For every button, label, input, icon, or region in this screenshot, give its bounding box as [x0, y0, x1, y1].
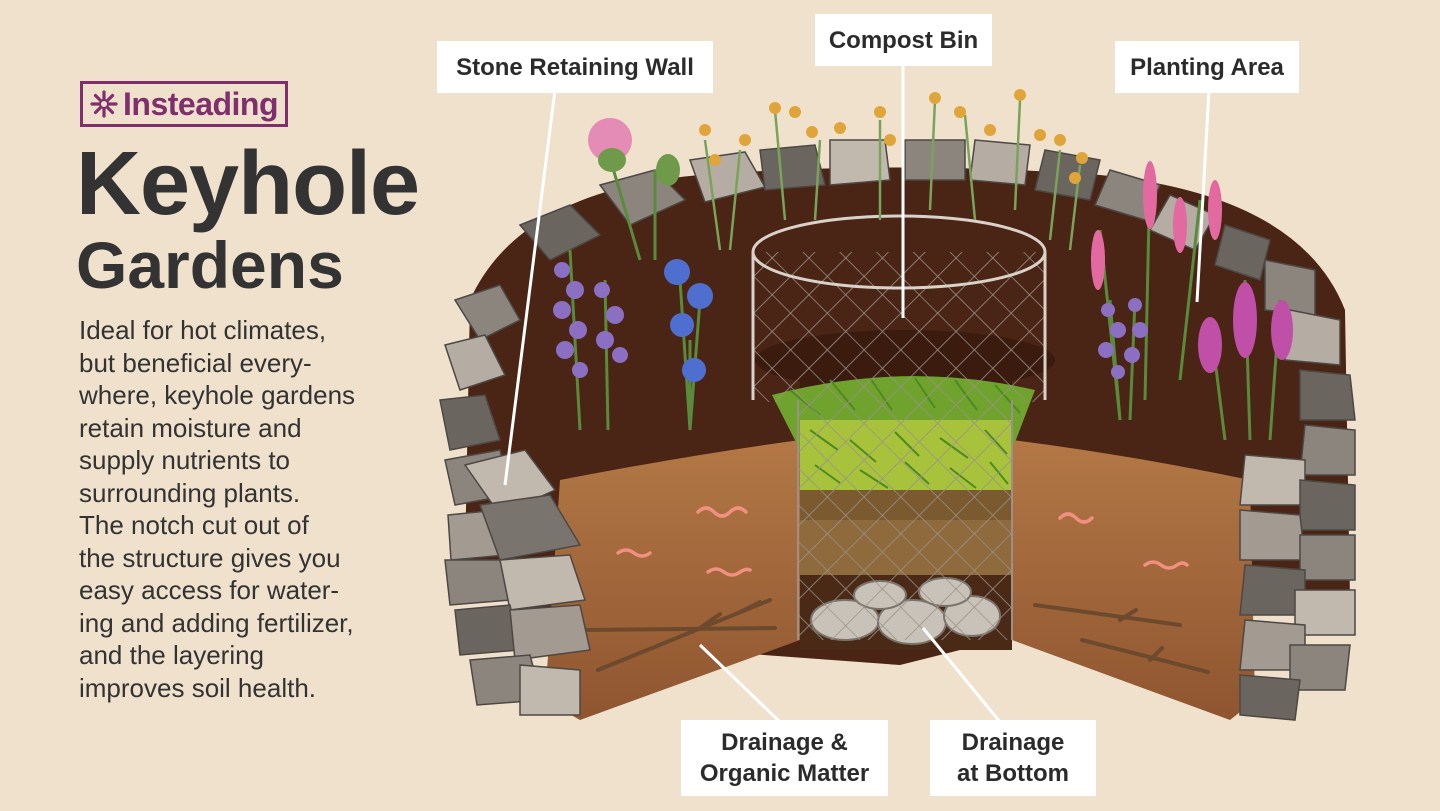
description-line: where, keyhole gardens	[79, 380, 356, 410]
fireweed-plant	[1198, 279, 1293, 441]
thistle-plant	[588, 118, 680, 261]
pink-spike-plant	[1091, 161, 1222, 421]
drainage-bottom-line-2: at Bottom	[957, 760, 1069, 787]
insteading-logo: Insteading	[80, 81, 289, 127]
planting-area-text: Planting Area	[1130, 53, 1284, 81]
description-text: Ideal for hot climates, but beneficial e…	[79, 314, 419, 704]
title-line-1: Keyhole	[76, 134, 420, 234]
title-line-2: Gardens	[76, 228, 344, 302]
cornflower-plant	[664, 259, 713, 431]
drainage-organic-matter-label: Drainage & Organic Matter	[681, 720, 888, 796]
description-line: the structure gives you	[79, 542, 341, 573]
drainage-bottom-line-1: Drainage	[961, 729, 1065, 756]
description-line: and the layering	[79, 640, 265, 670]
compost-bin-mesh	[751, 214, 1047, 640]
planting-area-label: Planting Area	[1115, 41, 1299, 93]
description-line: The notch cut out of	[79, 510, 309, 540]
yellow-flowers	[699, 89, 1088, 251]
description-line: retain moisture and	[79, 412, 302, 443]
drainage-at-bottom-label: Drainage at Bottom	[930, 720, 1096, 796]
description-line: surrounding plants.	[79, 477, 301, 508]
larkspur-plant	[553, 249, 628, 431]
plants	[553, 89, 1293, 441]
leader-lines	[503, 64, 1211, 724]
flower-icon	[90, 90, 118, 118]
soil-front-right	[1012, 440, 1255, 720]
description-line: ing and adding fertilizer,	[79, 607, 354, 638]
description-line: supply nutrients to	[79, 445, 291, 475]
compost-bin-label: Compost Bin	[815, 14, 992, 66]
compost-bin-text: Compost Bin	[828, 26, 979, 54]
drainage-organic-line-1: Drainage &	[721, 729, 848, 756]
page-title: Keyhole Gardens	[76, 134, 420, 302]
soil-front-left	[545, 440, 800, 720]
twigs	[584, 598, 1210, 674]
drainage-organic-line-2: Organic Matter	[699, 760, 870, 787]
brand-name: Insteading	[123, 86, 279, 122]
description-line: but beneficial every-	[79, 347, 312, 378]
salvia-plant	[1098, 298, 1148, 421]
stone-retaining-wall-label: Stone Retaining Wall	[437, 41, 713, 93]
description-line: easy access for water-	[79, 575, 340, 605]
description-line: Ideal for hot climates,	[79, 315, 327, 345]
description-line: improves soil health.	[79, 672, 316, 703]
worms	[616, 506, 1189, 577]
stone-retaining-wall-text: Stone Retaining Wall	[456, 53, 694, 81]
